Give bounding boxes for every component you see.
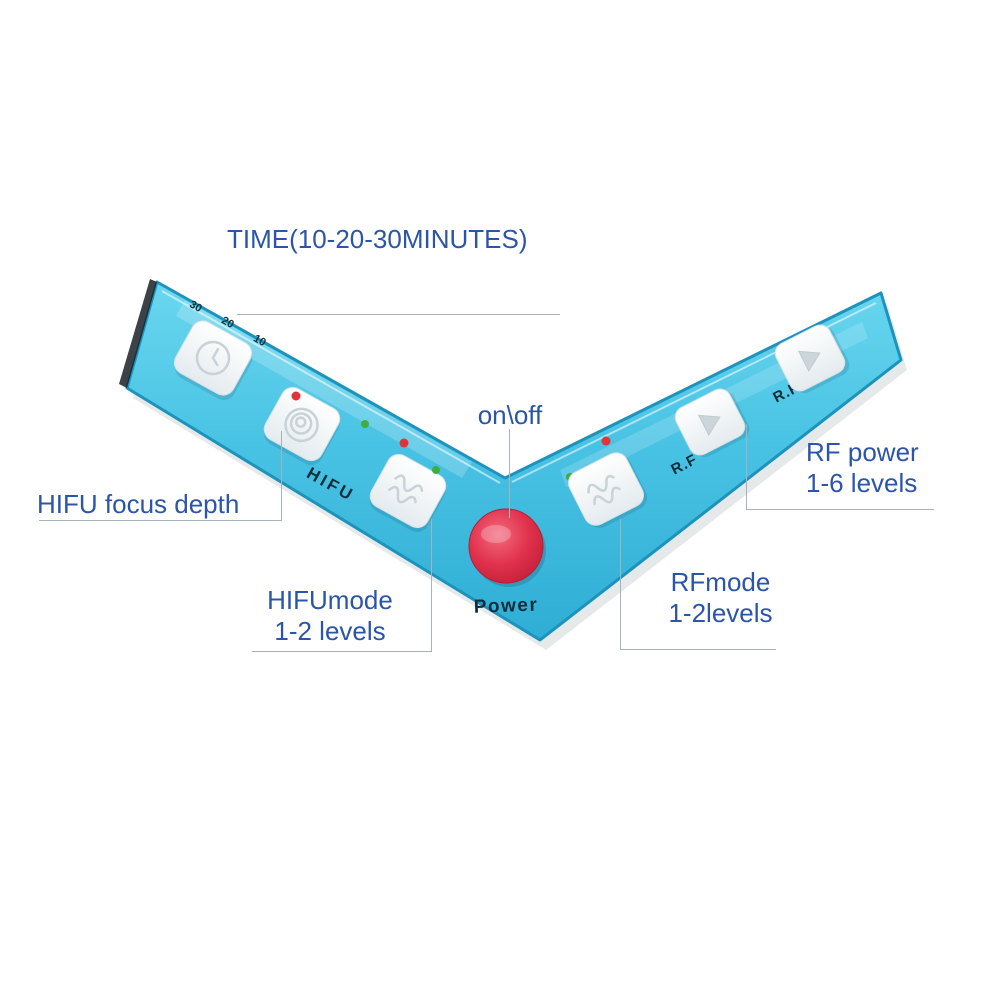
annotation-rf-power-line2: 1-6 levels xyxy=(806,468,918,498)
leader-line-rf-mode-v xyxy=(620,519,621,650)
rf-level-button-1[interactable] xyxy=(671,384,753,462)
rf-mode-button[interactable] xyxy=(564,448,651,533)
leader-line-rf-mode-h xyxy=(620,649,776,650)
annotation-rf-power-line1: RF power xyxy=(806,437,919,467)
leader-line-hifu-focus-v xyxy=(281,431,282,521)
led-green xyxy=(361,420,369,428)
annotation-hifu-mode-line1: HIFUmode xyxy=(267,585,393,615)
annotation-rf-mode-line2: 1-2levels xyxy=(668,598,773,628)
leader-line-onoff xyxy=(509,429,510,518)
focus-depth-rings-icon xyxy=(284,407,319,443)
hifu-mode-button[interactable] xyxy=(364,450,452,536)
leader-line-hifu-mode-v xyxy=(431,519,432,652)
timer-mark-10: 10 xyxy=(251,333,268,349)
timer-button[interactable] xyxy=(168,317,258,405)
led-red xyxy=(601,436,611,446)
annotation-rf-power: RF power 1-6 levels xyxy=(806,437,919,499)
led-red xyxy=(291,391,301,401)
power-button[interactable] xyxy=(468,508,546,587)
annotation-hifu-mode-line2: 1-2 levels xyxy=(274,616,386,646)
power-label: Power xyxy=(473,595,538,618)
power-gloss xyxy=(481,525,511,543)
timer-mark-30: 30 xyxy=(187,299,204,315)
button-face xyxy=(263,386,341,462)
rf-level-button-2[interactable] xyxy=(771,320,853,398)
annotation-hifu-mode: HIFUmode 1-2 levels xyxy=(235,585,425,647)
annotation-hifu-focus-depth: HIFU focus depth xyxy=(37,489,240,519)
sine-wave-icon xyxy=(587,474,621,506)
clock-icon xyxy=(195,340,231,376)
annotation-onoff: on\off xyxy=(477,400,543,430)
timer-mark-20: 20 xyxy=(219,315,236,331)
leader-line-rf-power-v xyxy=(746,424,747,510)
leader-line-hifu-focus-h xyxy=(39,520,282,521)
leader-line-time xyxy=(237,314,560,315)
glare-streak-left xyxy=(176,300,472,478)
leader-line-hifu-mode-h xyxy=(252,651,432,652)
hifu-focus-button[interactable] xyxy=(258,383,346,469)
triangle-arrow-icon xyxy=(697,414,721,437)
led-red xyxy=(399,438,409,448)
led-green xyxy=(432,466,440,474)
triangle-arrow-icon xyxy=(797,350,821,373)
leader-line-rf-power-h xyxy=(746,509,934,510)
annotation-rf-mode-line1: RFmode xyxy=(670,567,771,597)
sine-wave-icon xyxy=(388,474,424,504)
power-face xyxy=(468,508,544,584)
panel-left-edge-shadow xyxy=(119,279,157,388)
annotation-time: TIME(10-20-30MINUTES) xyxy=(227,224,528,254)
annotation-rf-mode: RFmode 1-2levels xyxy=(628,567,813,629)
